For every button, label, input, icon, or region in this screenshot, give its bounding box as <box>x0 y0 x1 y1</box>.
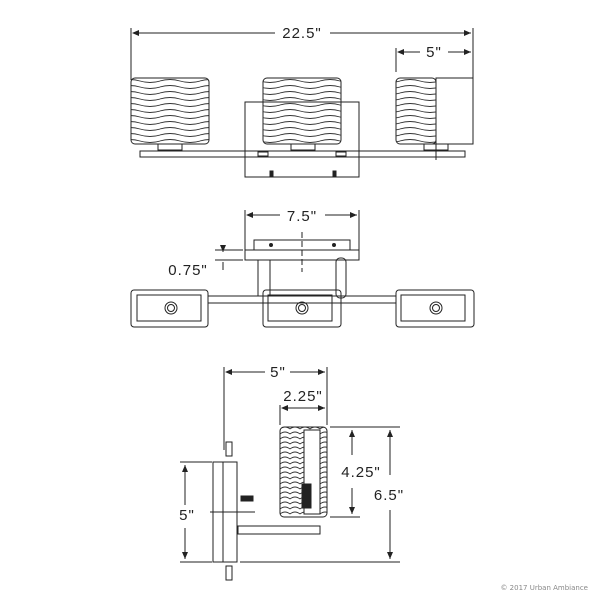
top-view <box>130 210 475 328</box>
backplate-depth-label: 0.75" <box>168 262 208 279</box>
shade-height-label: 4.25" <box>341 464 381 481</box>
front-view <box>130 28 474 178</box>
backplate-height-label: 5" <box>179 507 195 524</box>
overall-height-label: 6.5" <box>374 487 404 504</box>
overall-width-label: 22.5" <box>282 25 322 42</box>
shade-width-label: 5" <box>426 44 442 61</box>
copyright: © 2017 Urban Ambiance <box>500 584 588 592</box>
shade-diameter-label: 2.25" <box>283 388 323 405</box>
side-view <box>180 367 400 581</box>
backplate-width-label: 7.5" <box>287 208 317 225</box>
extension-label: 5" <box>270 364 286 381</box>
